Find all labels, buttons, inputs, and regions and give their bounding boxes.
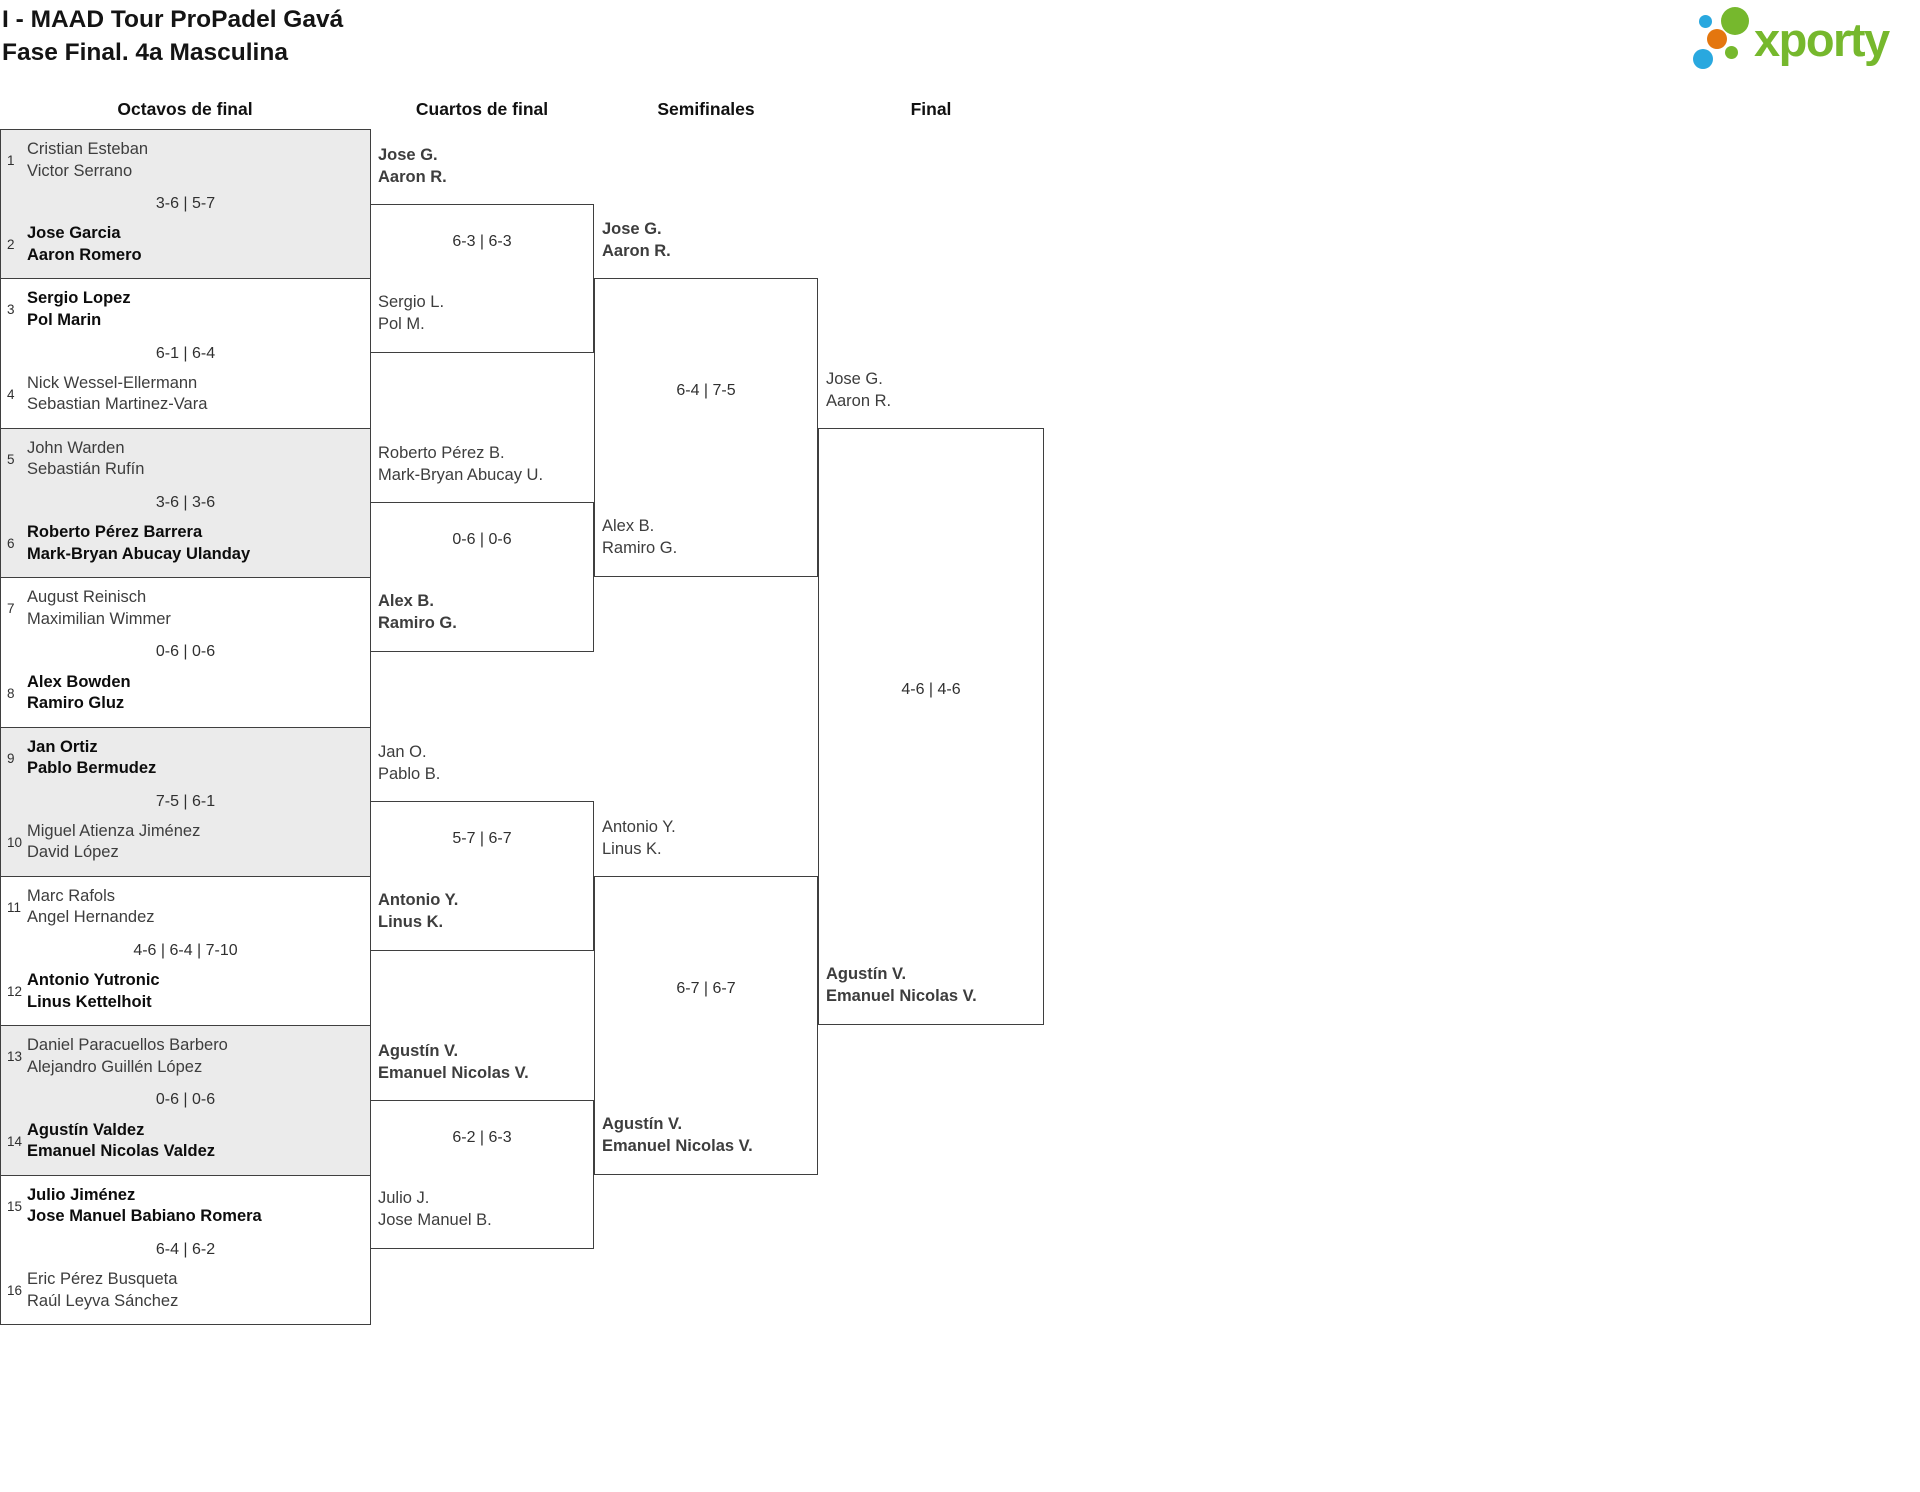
page-subtitle: Fase Final. 4a Masculina <box>2 39 288 66</box>
seed-number: 7 <box>7 601 15 617</box>
match-score: 4-6 | 6-4 | 7-10 <box>133 942 238 960</box>
match-score: 6-1 | 6-4 <box>155 344 216 362</box>
team-name: Julio Jiménez Jose Manuel Babiano Romera <box>27 1185 262 1226</box>
seed-number: 8 <box>7 685 15 701</box>
match-score: 0-6 | 0-6 <box>452 531 512 548</box>
bracket-team-bottom: Agustín V. Emanuel Nicolas V. <box>826 965 977 1005</box>
seed-number: 3 <box>7 302 15 318</box>
match-score: 5-7 | 6-7 <box>452 830 512 847</box>
bracket-team-top: Jose G. Aaron R. <box>378 146 447 186</box>
qf-match-2[interactable]: Roberto Pérez B. Mark-Bryan Abucay U. 0-… <box>370 444 594 652</box>
qf-match-1[interactable]: Jose G. Aaron R. 6-3 | 6-3 Sergio L. Pol… <box>370 146 594 353</box>
seed-number: 1 <box>7 153 15 168</box>
bracket-team-top: Jose G. Aaron R. <box>826 370 892 410</box>
team-name: Eric Pérez Busqueta Raúl Leyva Sánchez <box>27 1270 179 1310</box>
seed-number: 5 <box>7 451 15 467</box>
match-score: 7-5 | 6-1 <box>155 792 216 810</box>
team-name: Daniel Paracuellos Barbero Alejandro Gui… <box>27 1036 228 1076</box>
r16-match-4[interactable]: 7 August Reinisch Maximilian Wimmer 0-6 |… <box>1 577 370 727</box>
team-name: Marc Rafols Angel Hernandez <box>27 886 155 927</box>
round-of-16-bracket: 1 Cristian Esteban Victor Serrano 3-6 | 5… <box>0 129 371 1325</box>
r16-match-6[interactable]: 11 Marc Rafols Angel Hernandez 4-6 | 6-4 … <box>1 875 370 1026</box>
team-name: Jan Ortiz Pablo Bermudez <box>27 737 157 778</box>
bracket-team-top: Jose G. Aaron R. <box>602 220 671 260</box>
r16-match-2[interactable]: 3 Sergio Lopez Pol Marin 6-1 | 6-4 4 Nick … <box>1 278 370 428</box>
sf-match-2[interactable]: Antonio Y. Linus K. 6-7 | 6-7 Agustín V.… <box>594 818 818 1175</box>
team-name: Roberto Pérez Barrera Mark-Bryan Abucay … <box>27 523 251 563</box>
logo-dot-green-large-icon <box>1721 7 1749 35</box>
page-title: I - MAAD Tour ProPadel Gavá <box>2 6 344 33</box>
bracket-team-bottom: Agustín V. Emanuel Nicolas V. <box>602 1115 753 1155</box>
match-score: 6-3 | 6-3 <box>452 232 512 250</box>
match-score: 6-7 | 6-7 <box>676 979 736 997</box>
match-score: 0-6 | 0-6 <box>155 643 216 661</box>
bracket-team-top: Antonio Y. Linus K. <box>602 818 676 858</box>
column-header-cuartos: Cuartos de final <box>415 99 549 119</box>
page-header: I - MAAD Tour ProPadel Gavá Fase Final. … <box>2 3 343 69</box>
seed-number: 16 <box>7 1283 23 1298</box>
logo-wordmark: xporty <box>1754 13 1890 66</box>
column-header-final: Final <box>910 99 952 119</box>
logo-dot-orange-icon <box>1707 29 1727 49</box>
logo-dot-blue-small-icon <box>1699 15 1712 28</box>
bracket-team-bottom: Alex B. Ramiro G. <box>378 592 457 632</box>
match-score: 3-6 | 3-6 <box>155 493 216 511</box>
seed-number: 12 <box>7 984 23 1000</box>
seed-number: 9 <box>7 750 15 766</box>
logo-dot-green-small-icon <box>1725 46 1738 59</box>
seed-number: 4 <box>7 386 15 402</box>
qf-match-4[interactable]: Agustín V. Emanuel Nicolas V. 6-2 | 6-3 … <box>370 1042 594 1249</box>
seed-number: 14 <box>7 1133 23 1149</box>
seed-number: 11 <box>7 899 22 915</box>
seed-number: 10 <box>7 834 23 850</box>
team-name: Nick Wessel-Ellermann Sebastian Martinez… <box>27 373 208 414</box>
bracket-team-top: Roberto Pérez B. Mark-Bryan Abucay U. <box>378 444 544 484</box>
seed-number: 6 <box>7 536 15 552</box>
r16-match-1[interactable]: 1 Cristian Esteban Victor Serrano 3-6 | 5… <box>1 130 370 279</box>
seed-number: 2 <box>7 237 15 253</box>
match-score: 6-2 | 6-3 <box>452 1128 512 1146</box>
team-name: Antonio Yutronic Linus Kettelhoit <box>27 971 160 1011</box>
logo-dot-blue-large-icon <box>1693 49 1713 69</box>
bracket-team-bottom: Sergio L. Pol M. <box>378 293 445 333</box>
match-score: 0-6 | 0-6 <box>155 1091 216 1109</box>
r16-match-3[interactable]: 5 John Warden Sebastián Rufín 3-6 | 3-6 6… <box>1 427 370 578</box>
bracket-team-bottom: Antonio Y. Linus K. <box>378 891 459 931</box>
match-score: 6-4 | 7-5 <box>676 381 736 399</box>
match-score: 4-6 | 4-6 <box>901 680 961 698</box>
bracket-team-bottom: Julio J. Jose Manuel B. <box>378 1189 492 1229</box>
team-name: John Warden Sebastián Rufín <box>27 438 145 479</box>
team-name: Alex Bowden Ramiro Gluz <box>27 672 131 713</box>
seed-number: 15 <box>7 1198 23 1214</box>
team-name: August Reinisch Maximilian Wimmer <box>27 588 171 628</box>
match-score: 6-4 | 6-2 <box>155 1240 216 1258</box>
bracket-team-top: Jan O. Pablo B. <box>378 743 441 783</box>
bracket-team-bottom: Alex B. Ramiro G. <box>602 517 678 557</box>
seed-number: 13 <box>7 1049 23 1065</box>
team-name: Cristian Esteban Victor Serrano <box>27 140 149 180</box>
match-score: 3-6 | 5-7 <box>155 195 216 213</box>
column-header-octavos: Octavos de final <box>117 99 253 119</box>
team-name: Sergio Lopez Pol Marin <box>27 289 131 329</box>
team-name: Miguel Atienza Jiménez David López <box>27 821 201 862</box>
column-header-semifinales: Semifinales <box>657 99 755 119</box>
qf-match-3[interactable]: Jan O. Pablo B. 5-7 | 6-7 Antonio Y. Lin… <box>370 743 594 951</box>
xporty-logo[interactable]: xporty <box>1686 5 1918 77</box>
team-name: Jose Garcia Aaron Romero <box>27 224 142 264</box>
bracket-team-top: Agustín V. Emanuel Nicolas V. <box>378 1042 529 1082</box>
sf-match-1[interactable]: Jose G. Aaron R. 6-4 | 7-5 Alex B. Ramir… <box>594 220 818 577</box>
final-match[interactable]: Jose G. Aaron R. 4-6 | 4-6 Agustín V. Em… <box>818 370 1044 1025</box>
team-name: Agustín Valdez Emanuel Nicolas Valdez <box>27 1120 215 1161</box>
